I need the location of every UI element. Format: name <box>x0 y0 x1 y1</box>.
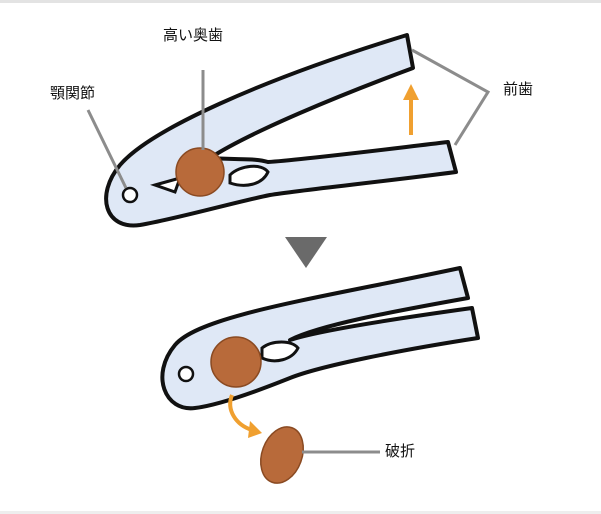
fractured-piece <box>259 426 305 484</box>
leader-front-teeth <box>411 48 491 146</box>
closed-nutcracker-gap <box>260 340 300 363</box>
label-front-teeth: 前歯 <box>503 80 534 98</box>
closed-nutcracker-body <box>160 266 480 411</box>
molar-nut-bottom <box>210 336 262 388</box>
molar-nut-top <box>175 147 225 197</box>
open-nutcracker-body <box>104 33 458 228</box>
label-fracture: 破折 <box>385 442 416 460</box>
down-triangle-icon <box>285 237 327 268</box>
open-nutcracker <box>104 33 458 228</box>
top-border <box>0 0 601 3</box>
leader-jaw-joint <box>86 109 128 189</box>
bottom-border <box>0 511 601 514</box>
closed-nutcracker <box>160 266 480 411</box>
label-high-molar: 高い奥歯 <box>163 26 224 44</box>
open-nutcracker-notch <box>150 175 183 194</box>
up-arrow-icon <box>403 84 419 135</box>
closed-joint-pivot <box>177 365 195 383</box>
label-jaw-joint: 顎関節 <box>50 84 96 102</box>
open-nutcracker-gap <box>228 164 270 187</box>
jaw-joint-pivot <box>121 186 139 204</box>
curved-arrow-icon <box>228 394 262 438</box>
